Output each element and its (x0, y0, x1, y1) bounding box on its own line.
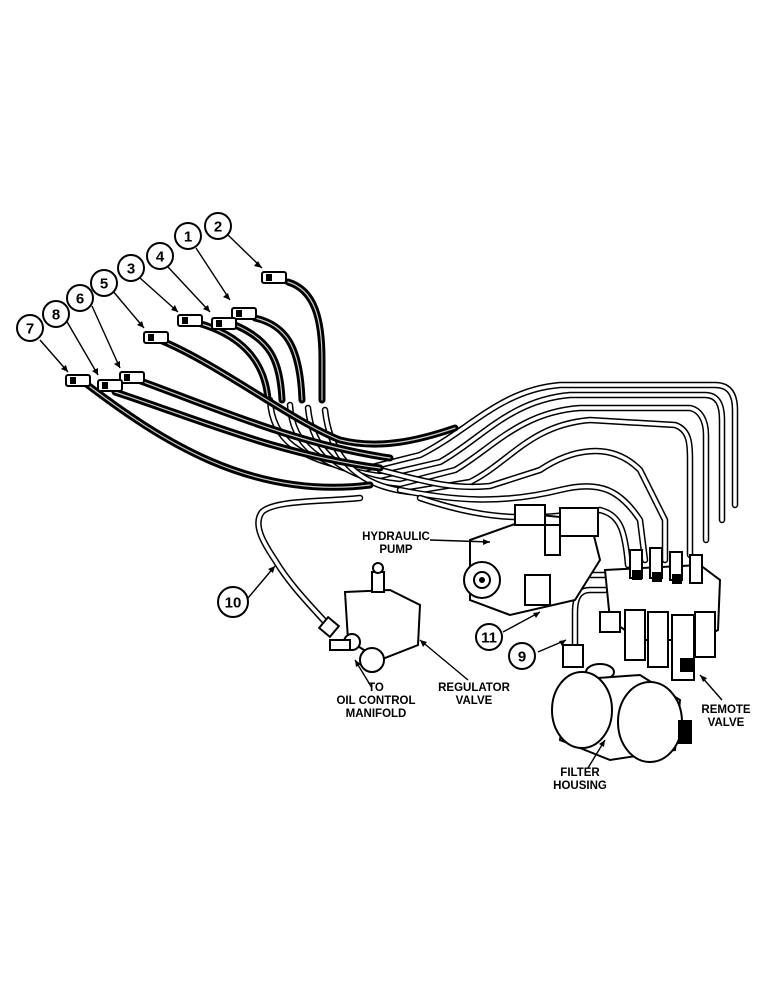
label-filter-housing: FILTER HOUSING (553, 767, 607, 792)
label-hydraulic-pump: HYDRAULIC PUMP (362, 531, 430, 556)
svg-text:5: 5 (100, 276, 108, 293)
fitting-3 (177, 314, 203, 327)
svg-text:MANIFOLD: MANIFOLD (346, 708, 407, 720)
leader-lines (39, 234, 723, 769)
svg-text:FILTER: FILTER (560, 767, 600, 779)
callout-4: 4 (146, 242, 174, 270)
svg-text:2: 2 (214, 219, 222, 236)
callout-5: 5 (90, 269, 118, 297)
fitting-6 (119, 371, 145, 384)
svg-text:HYDRAULIC: HYDRAULIC (362, 531, 430, 543)
svg-text:11: 11 (481, 630, 497, 647)
svg-text:1: 1 (184, 229, 192, 246)
regulator-valve (317, 562, 422, 673)
svg-text:10: 10 (225, 595, 242, 612)
svg-text:7: 7 (26, 321, 34, 338)
svg-text:8: 8 (52, 307, 60, 324)
svg-text:VALVE: VALVE (708, 717, 745, 729)
filter-housing (551, 644, 692, 763)
label-regulator-valve: REGULATOR VALVE (438, 682, 510, 707)
svg-text:VALVE: VALVE (456, 695, 493, 707)
fitting-5 (143, 331, 169, 344)
callout-2: 2 (204, 212, 232, 240)
callout-1: 1 (174, 222, 202, 250)
label-oil-control-manifold: TO OIL CONTROL MANIFOLD (336, 682, 415, 720)
callout-8: 8 (42, 300, 70, 328)
hydraulic-pump (463, 504, 602, 617)
fittings (65, 271, 287, 392)
svg-text:PUMP: PUMP (379, 544, 413, 556)
callout-10: 10 (217, 586, 249, 618)
svg-text:9: 9 (518, 649, 526, 666)
svg-text:4: 4 (156, 249, 165, 266)
callout-11: 11 (475, 623, 503, 651)
svg-text:REMOTE: REMOTE (701, 704, 751, 716)
svg-text:HOUSING: HOUSING (553, 780, 607, 792)
fitting-2 (261, 271, 287, 284)
fitting-1 (231, 307, 257, 320)
svg-text:3: 3 (127, 261, 135, 278)
svg-text:REGULATOR: REGULATOR (438, 682, 510, 694)
svg-text:TO: TO (368, 682, 384, 694)
svg-text:OIL CONTROL: OIL CONTROL (336, 695, 415, 707)
label-remote-valve: REMOTE VALVE (701, 704, 751, 729)
fitting-8 (97, 379, 123, 392)
remote-valve (599, 547, 722, 681)
hoses (81, 278, 459, 491)
callout-7: 7 (16, 314, 44, 342)
callout-3: 3 (117, 254, 145, 282)
svg-text:6: 6 (76, 291, 84, 308)
fitting-4 (211, 317, 237, 330)
fitting-7 (65, 374, 91, 387)
callout-6: 6 (66, 284, 94, 312)
callout-9: 9 (508, 642, 536, 670)
